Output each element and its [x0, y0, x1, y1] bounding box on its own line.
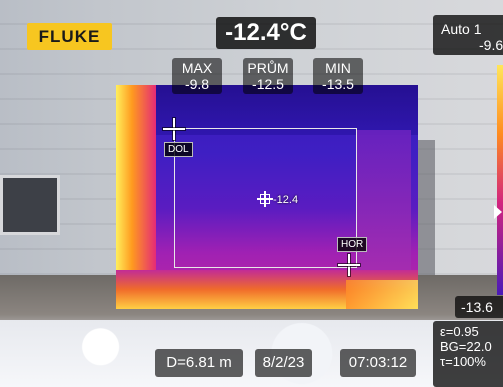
measurement-area-box[interactable]	[174, 128, 357, 268]
center-spot-marker-icon	[257, 191, 273, 207]
center-temperature-readout: -12.4°C	[216, 17, 316, 49]
emissivity-value: ε=0.95	[440, 324, 479, 339]
scale-max-value: -9.6	[479, 37, 503, 53]
stat-average: PRŮM -12.5	[243, 58, 293, 94]
background-snow	[0, 320, 503, 387]
background-temp-value: BG=22.0	[440, 339, 492, 354]
stat-average-value: -12.5	[252, 76, 284, 92]
stat-max-label: MAX	[181, 60, 213, 76]
hot-spot-crosshair-icon	[338, 254, 360, 276]
stat-max-value: -9.8	[184, 76, 210, 92]
stat-average-label: PRŮM	[247, 60, 289, 76]
transmission-value: τ=100%	[440, 354, 486, 369]
date-readout: 8/2/23	[255, 349, 312, 377]
scale-marker-icon	[494, 205, 502, 219]
color-scale-bar	[497, 65, 503, 295]
stat-min-label: MIN	[325, 60, 351, 76]
brand-logo: FLUKE	[27, 23, 112, 50]
stat-min: MIN -13.5	[313, 58, 363, 94]
thermal-hot-corner	[346, 280, 418, 309]
scale-panel: Auto 1 -9.6 -13.6 ε=0.95 BG=22.0 τ=100%	[433, 15, 503, 387]
stat-min-value: -13.5	[322, 76, 354, 92]
measurement-parameters: ε=0.95 BG=22.0 τ=100%	[433, 321, 503, 387]
cold-spot-crosshair-icon	[163, 118, 185, 140]
cold-spot-label: DOL	[164, 142, 193, 157]
stat-max: MAX -9.8	[172, 58, 222, 94]
range-mode-box[interactable]: Auto 1 -9.6	[433, 15, 503, 55]
distance-readout: D=6.81 m	[155, 349, 243, 377]
background-window	[0, 175, 60, 235]
time-readout: 07:03:12	[340, 349, 416, 377]
center-spot-value: -12.4	[273, 194, 299, 206]
scale-min-value: -13.6	[455, 296, 503, 318]
hot-spot-label: HOR	[337, 237, 368, 252]
thermal-overlay	[116, 85, 418, 309]
range-mode-label: Auto 1	[441, 21, 482, 37]
